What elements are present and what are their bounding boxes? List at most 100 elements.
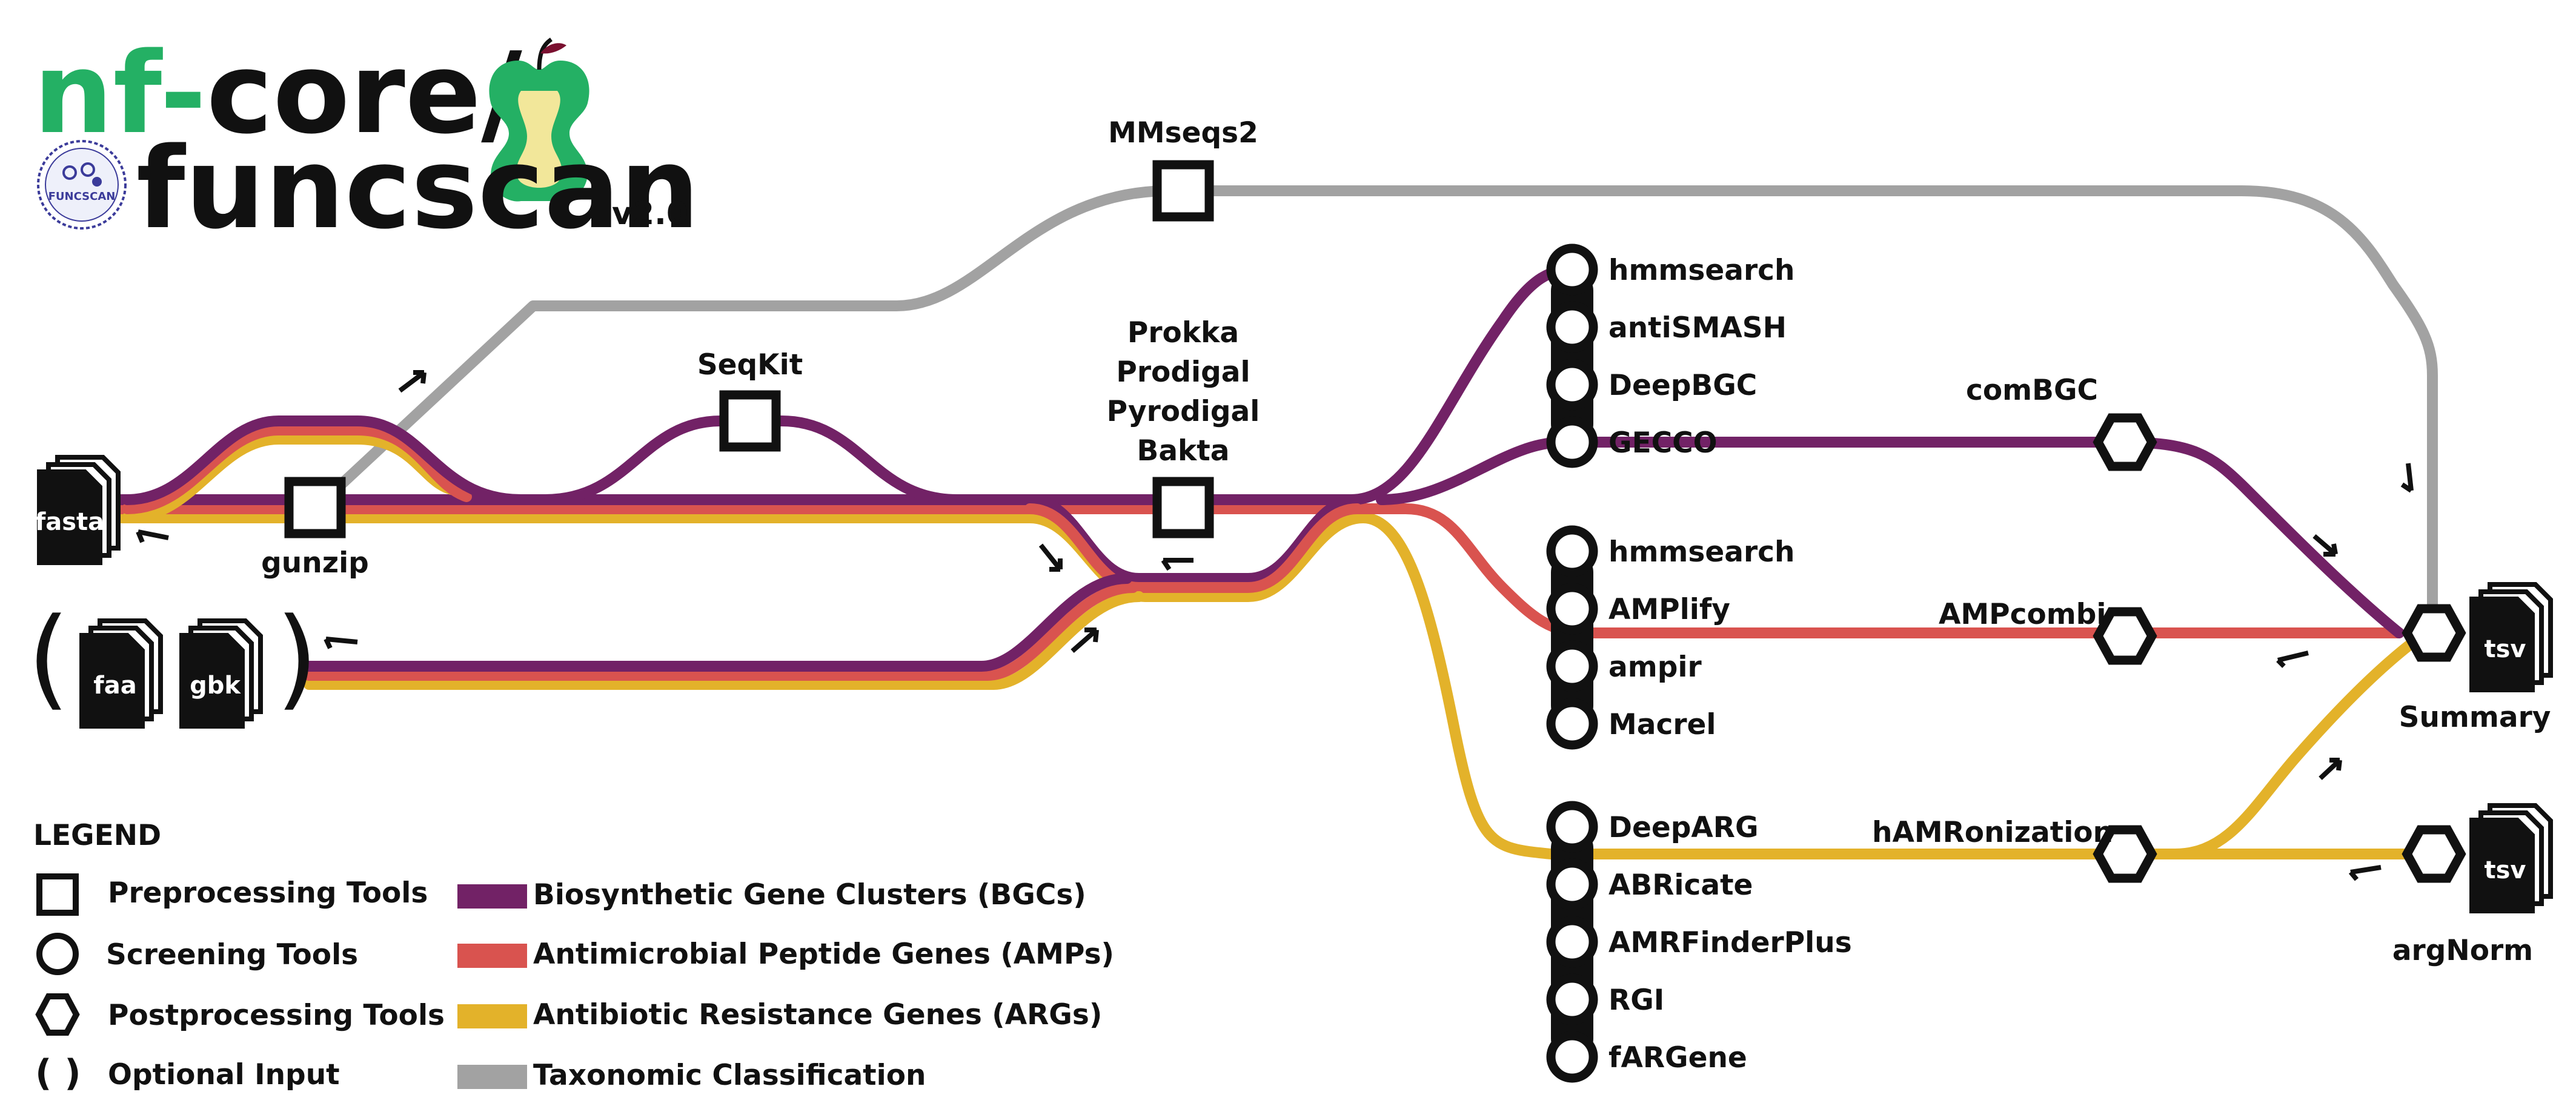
legend-title: LEGEND xyxy=(33,819,161,852)
annotation-label-prodigal: Prodigal xyxy=(1116,356,1250,389)
ampir-node xyxy=(1546,640,1598,692)
gunzip-hump-amp xyxy=(122,425,472,514)
amp-hmmsearch-node xyxy=(1546,525,1598,577)
legend-hexagon-icon xyxy=(35,993,80,1036)
legend-paren-symbol: ( ) xyxy=(35,1052,81,1094)
legend: LEGEND Preprocessing Tools Screening Too… xyxy=(33,819,1114,1094)
funcscan-badge-icon: FUNCSCAN xyxy=(37,140,127,230)
optional-open-paren: ( xyxy=(27,595,70,721)
seqkit-label: SeqKit xyxy=(697,348,803,382)
fasta-label: fasta xyxy=(35,508,104,536)
arrow-icon xyxy=(2348,865,2382,881)
abricate-label: ABRicate xyxy=(1608,869,1753,902)
optional-input-arg xyxy=(304,591,1144,690)
logo: nf-core/ FUNCSCAN funcscan v2.0 xyxy=(33,28,700,254)
arrow-icon xyxy=(2319,758,2342,780)
legend-square-icon xyxy=(36,873,79,916)
faa-label: faa xyxy=(93,672,136,700)
arrow-icon xyxy=(1038,543,1063,572)
macrel-node xyxy=(1546,698,1598,750)
optional-input-amp xyxy=(304,582,1138,681)
tsv-summary-label: tsv xyxy=(2484,635,2526,663)
dip-bgc xyxy=(1024,494,1363,584)
legend-bgc-swatch xyxy=(457,884,527,909)
tsv-argnorm-label: tsv xyxy=(2484,856,2526,884)
legend-label-optional: Optional Input xyxy=(108,1058,340,1091)
optional-input-bgc xyxy=(304,573,1132,672)
gunzip-hump-arg xyxy=(122,434,466,523)
gecco-label: GECCO xyxy=(1608,426,1718,460)
abricate-node xyxy=(1546,858,1598,910)
amrfinderplus-label: AMRFinderPlus xyxy=(1608,926,1852,959)
antismash-node xyxy=(1546,301,1598,353)
legend-label-bgc: Biosynthetic Gene Clusters (BGCs) xyxy=(533,878,1086,912)
postprocessing-nodes xyxy=(2093,413,2466,883)
legend-label-arg: Antibiotic Resistance Genes (ARGs) xyxy=(533,998,1102,1031)
ampir-label: ampir xyxy=(1608,651,1702,684)
apple-core-icon xyxy=(489,38,589,202)
arrow-icon xyxy=(2276,651,2309,668)
legend-circle-icon xyxy=(36,933,79,975)
legend-label-amp: Antimicrobial Peptide Genes (AMPs) xyxy=(533,938,1114,971)
tsv-argnorm-file-icon: tsv xyxy=(2469,803,2553,913)
annotation-label-prokka: Prokka xyxy=(1127,316,1239,349)
legend-label-preprocessing: Preprocessing Tools xyxy=(108,876,428,910)
deepbgc-label: DeepBGC xyxy=(1608,369,1757,402)
tax-line xyxy=(310,185,2438,638)
deeparg-label: DeepARG xyxy=(1608,811,1759,844)
preprocessing-nodes: gunzip SeqKit MMseqs2 Prokka Prodigal Py… xyxy=(261,116,1260,580)
ampcombi-label: AMPcombi xyxy=(1939,598,2106,631)
gunzip-node xyxy=(284,477,346,538)
arrow-icon xyxy=(398,370,427,393)
deepbgc-node xyxy=(1546,359,1598,411)
svg-text:nf-core/: nf-core/ xyxy=(33,28,522,159)
bgc-main-line xyxy=(110,264,1581,505)
bgc-branch-line xyxy=(1376,437,2405,638)
legend-label-screening: Screening Tools xyxy=(106,938,358,972)
optional-close-paren: ) xyxy=(276,595,318,721)
legend-tax-swatch xyxy=(457,1065,527,1089)
annotation-node xyxy=(1152,477,1214,538)
annotation-label-pyrodigal: Pyrodigal xyxy=(1107,395,1260,428)
mmseqs2-node xyxy=(1152,160,1214,222)
output-files: tsv tsv xyxy=(2469,582,2553,913)
gunzip-label: gunzip xyxy=(261,546,369,580)
hamronization-label: hAMRonization xyxy=(1872,816,2113,849)
arrow-icon xyxy=(2400,463,2414,493)
summary-node xyxy=(2402,604,2466,662)
arrow-icon xyxy=(1161,558,1193,571)
dip-amp xyxy=(1024,503,1363,593)
logo-funcscan: funcscan xyxy=(136,123,700,254)
amplify-label: AMPlify xyxy=(1608,593,1730,626)
logo-core: core/ xyxy=(207,28,522,159)
antismash-label: antiSMASH xyxy=(1608,311,1787,345)
direction-arrows xyxy=(136,370,2414,881)
fasta-file-icon: fasta xyxy=(35,455,121,565)
screening-nodes xyxy=(1546,243,1598,1083)
amp-hmmsearch-label: hmmsearch xyxy=(1608,535,1794,569)
mmseqs2-label: MMseqs2 xyxy=(1108,116,1258,150)
bgc-hmmsearch-label: hmmsearch xyxy=(1608,254,1794,287)
logo-dash: - xyxy=(160,28,207,159)
tsv-summary-file-icon: tsv xyxy=(2469,582,2553,692)
fargene-label: fARGene xyxy=(1608,1041,1747,1074)
annotation-label-bakta: Bakta xyxy=(1137,434,1230,468)
gbk-label: gbk xyxy=(190,672,241,700)
gecco-node xyxy=(1546,416,1598,468)
summary-label: Summary xyxy=(2399,701,2551,734)
argnorm-node xyxy=(2402,825,2466,883)
ampcombi-node xyxy=(2093,607,2157,665)
arrow-icon xyxy=(2312,534,2338,557)
arrow-icon xyxy=(136,529,169,543)
legend-label-tax: Taxonomic Classification xyxy=(533,1059,926,1092)
hamronization-node xyxy=(2093,825,2157,883)
amrfinderplus-node xyxy=(1546,916,1598,968)
rgi-node xyxy=(1546,973,1598,1025)
metro-lines xyxy=(110,185,2438,859)
combgc-node xyxy=(2093,413,2157,471)
postprocessing-labels: comBGC AMPcombi hAMRonization Summary ar… xyxy=(1872,374,2551,967)
arg-to-summary-line xyxy=(2115,634,2423,859)
fargene-node xyxy=(1546,1031,1598,1083)
badge-text: FUNCSCAN xyxy=(48,190,116,203)
